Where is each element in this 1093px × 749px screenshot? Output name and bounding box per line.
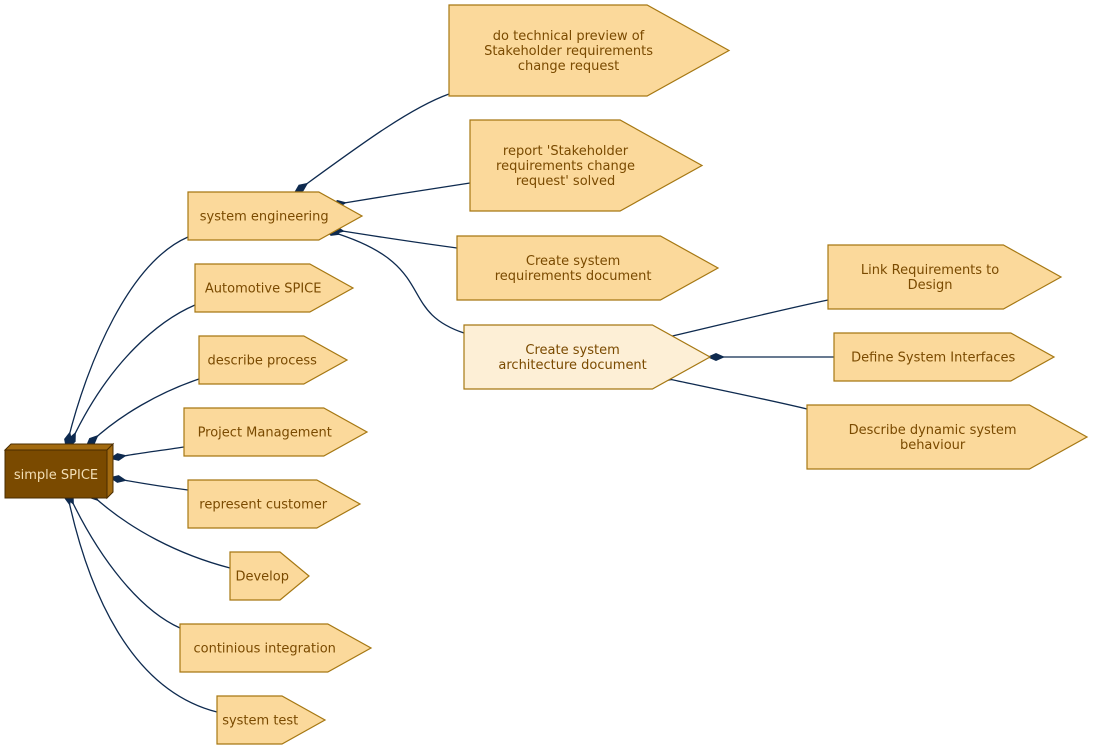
node-label-line: Create system [526, 254, 620, 269]
node-system-test[interactable]: system test [216, 695, 327, 745]
node-top-face [3, 443, 115, 451]
node-label: simple SPICE [14, 468, 98, 483]
node-continious-integration[interactable]: continious integration [179, 623, 373, 673]
node-shape [456, 235, 720, 301]
edge-system-engineering-to-report-solved [337, 182, 471, 205]
edge-system-engineering-to-create-architecture-doc [331, 231, 465, 334]
node-label-line: describe process [207, 354, 317, 369]
edge-simple-spice-to-develop [91, 494, 231, 569]
node-shape [194, 263, 355, 313]
node-shape [448, 4, 731, 97]
node-label-line: Automotive SPICE [205, 282, 322, 297]
diamond-icon [293, 182, 309, 194]
node-develop[interactable]: Develop [229, 551, 310, 601]
node-label-line: Stakeholder requirements [484, 44, 653, 59]
edge-simple-spice-to-continious-integration [69, 496, 181, 629]
node-label-line: continious integration [193, 642, 335, 657]
node-label-line: change request [518, 59, 619, 74]
node-label-line: Project Management [198, 426, 332, 441]
node-label-line: Design [908, 278, 953, 293]
node-label-line: system engineering [200, 210, 329, 225]
edge-simple-spice-to-automotive-spice [71, 304, 196, 441]
node-shape [187, 191, 364, 241]
node-label-line: Link Requirements to [861, 263, 999, 278]
edge-system-engineering-to-create-requirements-doc [335, 229, 458, 249]
node-label-line: represent customer [199, 498, 327, 513]
edge-create-architecture-doc-to-dynamic-behaviour [663, 377, 808, 410]
diamond-icon [109, 475, 127, 483]
node-label-line: Create system [525, 343, 619, 358]
node-label-line: requirements change [496, 159, 635, 174]
node-define-interfaces[interactable]: Define System Interfaces [833, 332, 1056, 382]
diamond-icon [109, 453, 127, 461]
node-label-line: do technical preview of [493, 29, 645, 44]
edge-simple-spice-to-represent-customer [117, 478, 189, 491]
node-system-engineering[interactable]: system engineering [187, 191, 364, 241]
node-label-line: request' solved [516, 174, 615, 189]
node-shape [198, 335, 349, 385]
edges-layer [64, 93, 834, 713]
edge-simple-spice-to-project-management [117, 446, 185, 458]
node-label-line: Describe dynamic system [849, 423, 1017, 438]
node-shape [833, 332, 1056, 382]
node-describe-process[interactable]: describe process [198, 335, 349, 385]
node-side-face [106, 442, 114, 500]
edge-system-engineering-to-technical-preview [300, 93, 450, 189]
node-front-face [4, 449, 108, 499]
nodes-layer: simple SPICE system engineeringAutomotive… [3, 4, 1089, 745]
edge-create-architecture-doc-to-link-requirements [663, 299, 829, 339]
node-shape [216, 695, 327, 745]
node-simple-spice[interactable]: simple SPICE [3, 442, 115, 500]
node-label-line: architecture document [498, 358, 646, 373]
node-automotive-spice[interactable]: Automotive SPICE [194, 263, 355, 313]
node-label-line: system test [222, 714, 298, 729]
edge-simple-spice-to-system-engineering [67, 236, 189, 441]
node-represent-customer[interactable]: represent customer [187, 479, 362, 529]
edge-simple-spice-to-system-test [67, 496, 218, 713]
node-project-management[interactable]: Project Management [183, 407, 369, 457]
node-label-line: report 'Stakeholder [503, 144, 629, 159]
node-shape [183, 407, 369, 457]
node-shape [463, 324, 712, 390]
node-shape [187, 479, 362, 529]
node-shape [179, 623, 373, 673]
node-label-line: Define System Interfaces [851, 351, 1015, 366]
node-label-line: requirements document [495, 269, 652, 284]
edge-simple-spice-to-describe-process [91, 378, 200, 442]
node-shape [229, 551, 310, 601]
node-shape [806, 404, 1089, 470]
node-shape [469, 119, 704, 212]
node-shape [827, 244, 1063, 310]
node-label-line: Develop [235, 570, 289, 585]
diamond-icon [707, 353, 725, 361]
node-label-line: behaviour [900, 438, 966, 453]
